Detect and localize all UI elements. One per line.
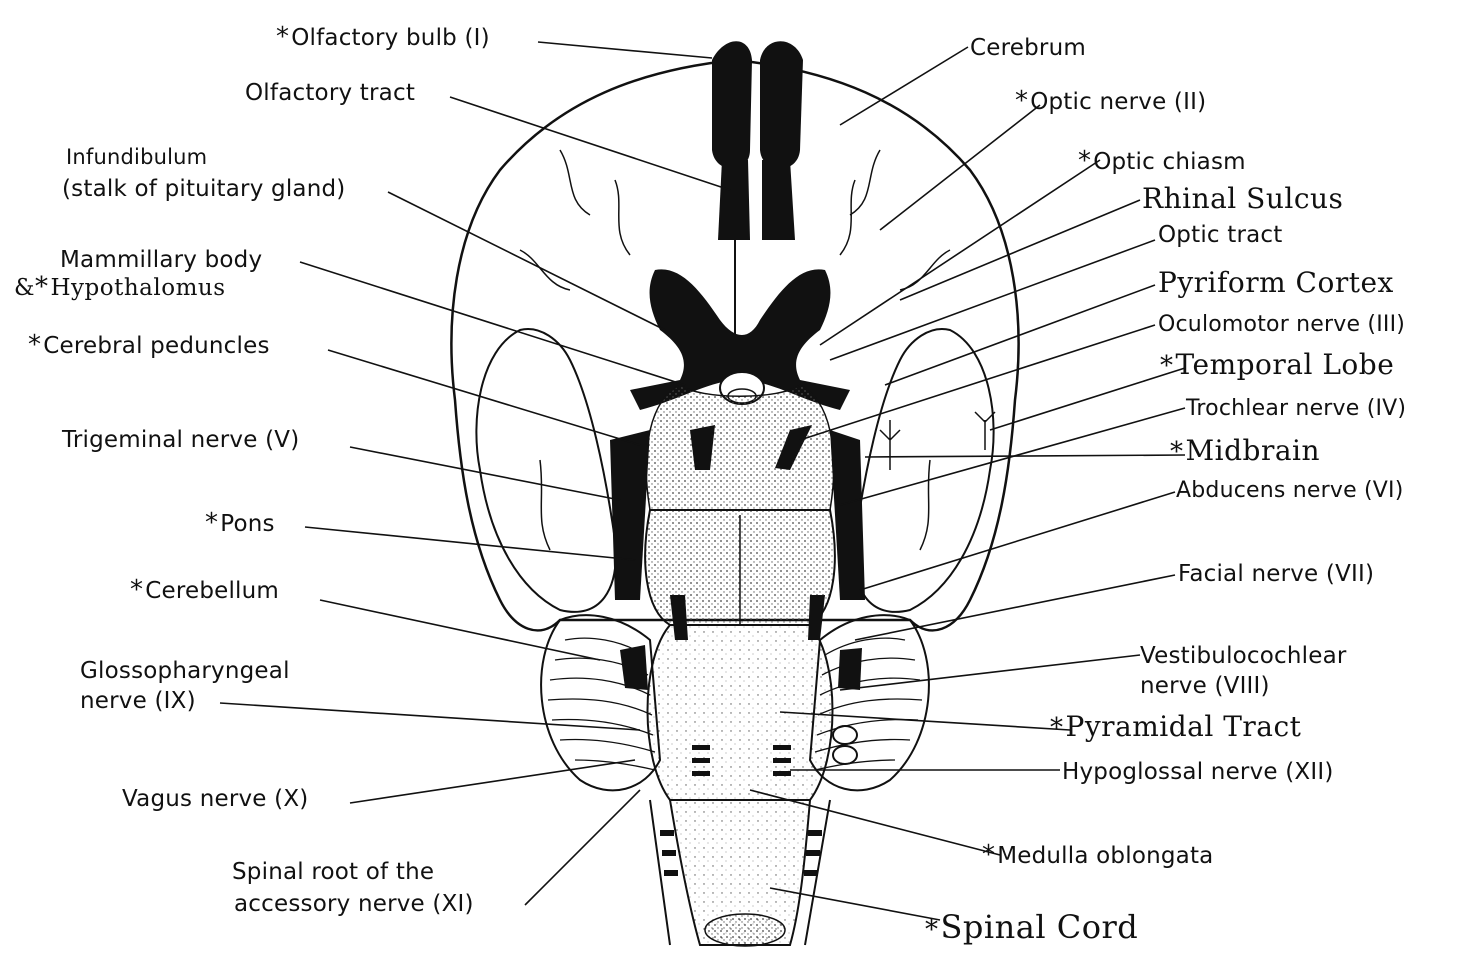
label-oculomotor-nerve: Oculomotor nerve (III) — [1158, 310, 1405, 340]
label-infundibulum-sub: (stalk of pituitary gland) — [62, 174, 345, 204]
label-spinal-root: Spinal root of the — [232, 857, 434, 887]
label-facial-nerve: Facial nerve (VII) — [1178, 559, 1374, 589]
label-vestibulocochlear: Vestibulocochlear — [1140, 641, 1347, 671]
label-rhinal-sulcus: Rhinal Sulcus — [1142, 184, 1343, 214]
label-optic-tract: Optic tract — [1158, 220, 1283, 250]
label-pons: *Pons — [205, 508, 275, 539]
label-spinal-root-sub: accessory nerve (XI) — [234, 889, 474, 919]
label-pyramidal-tract: *Pyramidal Tract — [1050, 712, 1301, 743]
label-midbrain: *Midbrain — [1170, 436, 1320, 467]
label-hypothalamus: &*Hypothalomus — [14, 272, 226, 303]
medulla — [648, 625, 833, 800]
cerebellum-left — [541, 615, 660, 790]
midbrain — [646, 385, 834, 510]
label-optic-chiasm: *Optic chiasm — [1078, 146, 1246, 177]
label-pyriform-cortex: Pyriform Cortex — [1158, 268, 1394, 298]
olfactory-bulb-right — [760, 41, 803, 169]
label-cerebral-peduncles: *Cerebral peduncles — [28, 330, 270, 361]
label-vestibulocochlear-sub: nerve (VIII) — [1140, 671, 1270, 701]
label-mammillary-body: Mammillary body — [60, 245, 262, 275]
label-optic-nerve: *Optic nerve (II) — [1015, 86, 1206, 117]
label-olfactory-bulb: *Olfactory bulb (I) — [276, 22, 490, 53]
label-hypoglossal-nerve: Hypoglossal nerve (XII) — [1062, 757, 1334, 787]
label-spinal-cord: *Spinal Cord — [925, 912, 1138, 945]
label-cerebrum: Cerebrum — [970, 33, 1086, 63]
label-medulla-oblongata: *Medulla oblongata — [982, 840, 1213, 871]
temporal-lobe-left — [476, 329, 615, 612]
label-trochlear-nerve: Trochlear nerve (IV) — [1186, 394, 1406, 424]
label-olfactory-tract: Olfactory tract — [245, 78, 415, 108]
olfactory-tract-right — [762, 160, 795, 240]
label-vagus-nerve: Vagus nerve (X) — [122, 784, 308, 814]
label-temporal-lobe: *Temporal Lobe — [1160, 350, 1394, 381]
olfactory-tract-left — [718, 160, 750, 240]
label-abducens-nerve: Abducens nerve (VI) — [1176, 476, 1404, 506]
label-glossopharyngeal: Glossopharyngeal — [80, 656, 290, 686]
label-infundibulum: Infundibulum — [66, 142, 207, 172]
label-cerebellum: *Cerebellum — [130, 575, 279, 606]
olfactory-bulb-left — [712, 41, 752, 169]
label-trigeminal-nerve: Trigeminal nerve (V) — [62, 425, 299, 455]
label-glossopharyngeal-sub: nerve (IX) — [80, 686, 196, 716]
